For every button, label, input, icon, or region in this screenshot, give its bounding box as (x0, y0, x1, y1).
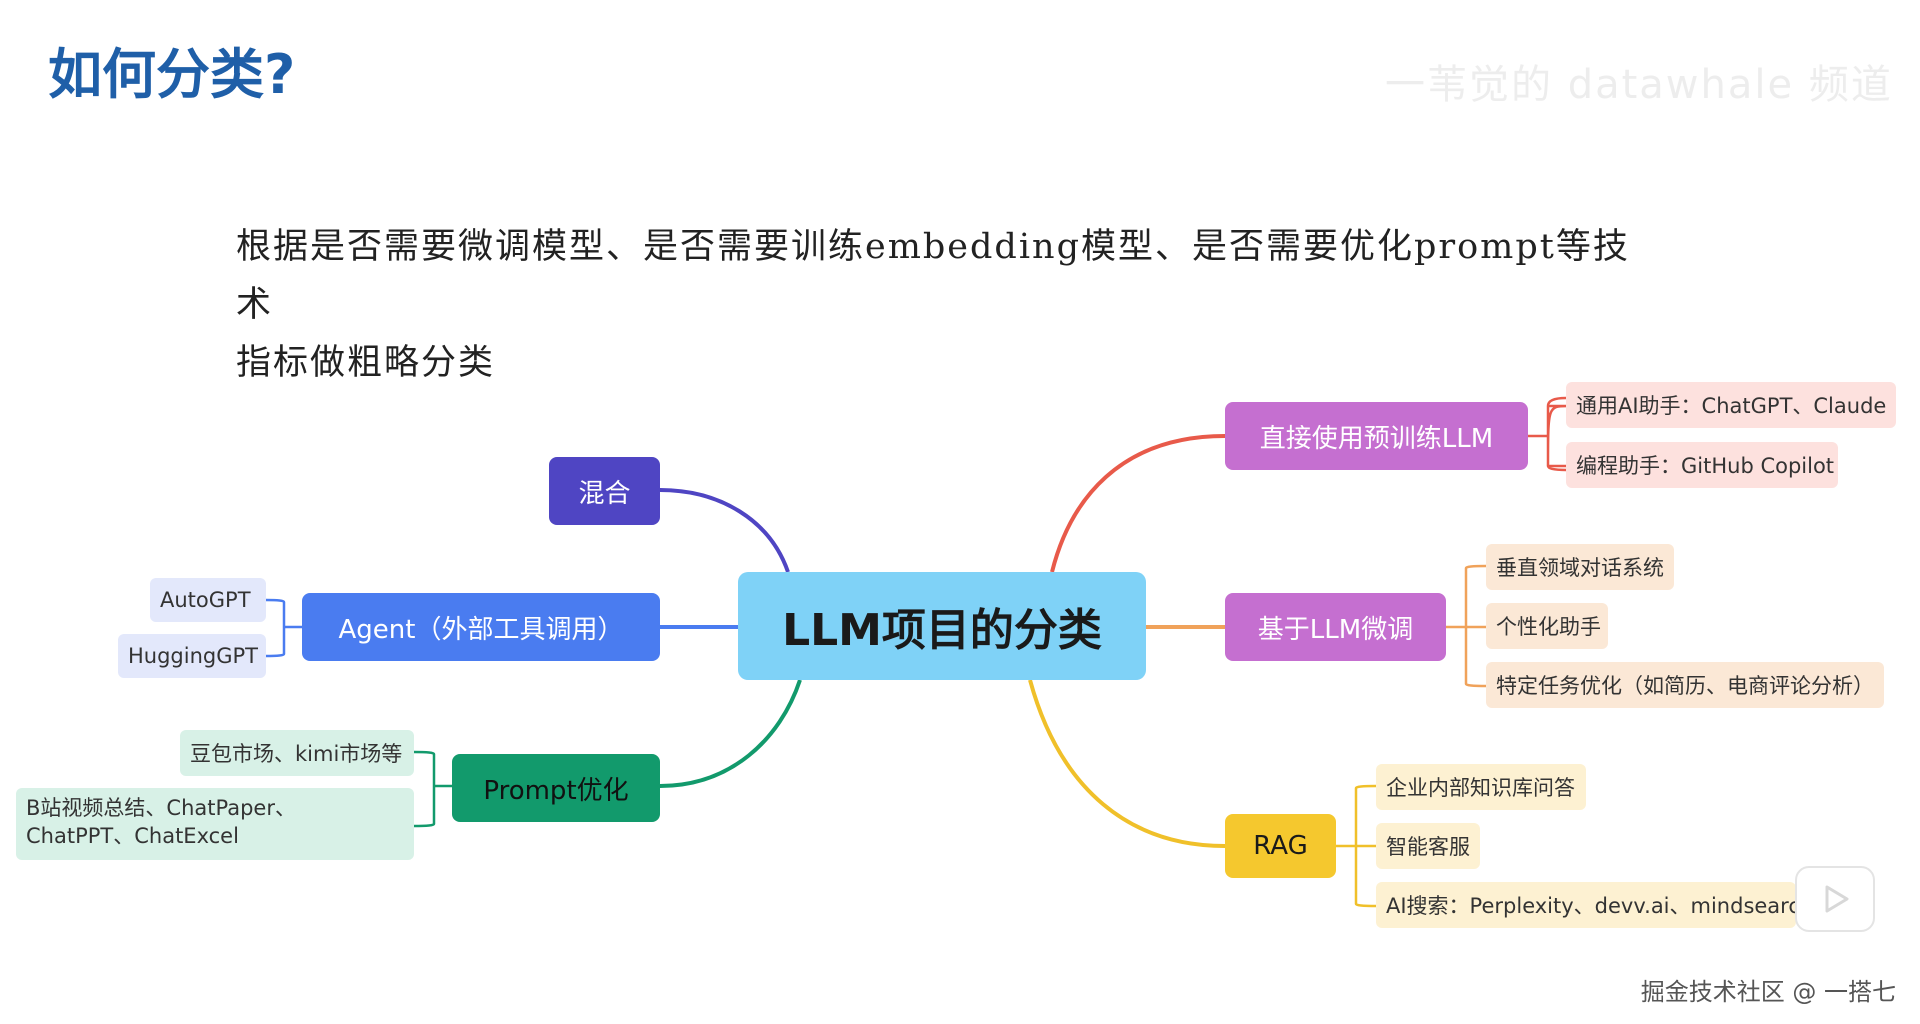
intro-line-2: 指标做粗略分类 (236, 343, 496, 383)
link-prompt (659, 679, 802, 788)
leaf-finetune-3[interactable]: 特定任务优化（如简历、电商评论分析） (1486, 662, 1884, 708)
slide-title: 如何分类? (48, 43, 296, 106)
leaf-rag-1[interactable]: 企业内部知识库问答 (1376, 764, 1586, 810)
leaf-direct-2[interactable]: 编程助手：GitHub Copilot (1566, 442, 1838, 488)
branch-rag[interactable]: RAG (1225, 814, 1336, 878)
bilibili-play-icon[interactable] (1795, 866, 1875, 932)
branch-finetune[interactable]: 基于LLM微调 (1225, 593, 1446, 661)
branch-agent[interactable]: Agent（外部工具调用） (302, 593, 660, 661)
leaf-rag-3[interactable]: AI搜索：Perplexity、devv.ai、mindsearch等 (1376, 882, 1796, 928)
leaf-finetune-2[interactable]: 个性化助手 (1486, 603, 1608, 649)
branch-prompt[interactable]: Prompt优化 (452, 754, 660, 822)
watermark: 一苇觉的 datawhale 频道 (1385, 62, 1893, 108)
footer-credit: 掘金技术社区 @ 一搭七 (1640, 978, 1896, 1006)
leaf-prompt-2[interactable]: B站视频总结、ChatPaper、ChatPPT、ChatExcel (16, 788, 414, 860)
branch-direct[interactable]: 直接使用预训练LLM (1225, 402, 1528, 470)
play-triangle-icon (1825, 885, 1849, 913)
link-mix (659, 488, 790, 573)
link-rag (1028, 679, 1226, 848)
leaf-agent-1[interactable]: AutoGPT (150, 578, 266, 622)
leaf-agent-2[interactable]: HuggingGPT (118, 634, 266, 678)
leaf-prompt-1[interactable]: 豆包市场、kimi市场等 (180, 730, 414, 776)
intro-line-1: 根据是否需要微调模型、是否需要训练embedding模型、是否需要优化promp… (236, 227, 1630, 325)
link-direct (1050, 434, 1226, 573)
leaf-rag-2[interactable]: 智能客服 (1376, 823, 1480, 869)
center-node[interactable]: LLM项目的分类 (738, 572, 1146, 680)
leaf-direct-1[interactable]: 通用AI助手：ChatGPT、Claude (1566, 382, 1896, 428)
branch-mix[interactable]: 混合 (549, 457, 660, 525)
intro-text: 根据是否需要微调模型、是否需要训练embedding模型、是否需要优化promp… (236, 218, 1666, 392)
leaf-finetune-1[interactable]: 垂直领域对话系统 (1486, 544, 1674, 590)
